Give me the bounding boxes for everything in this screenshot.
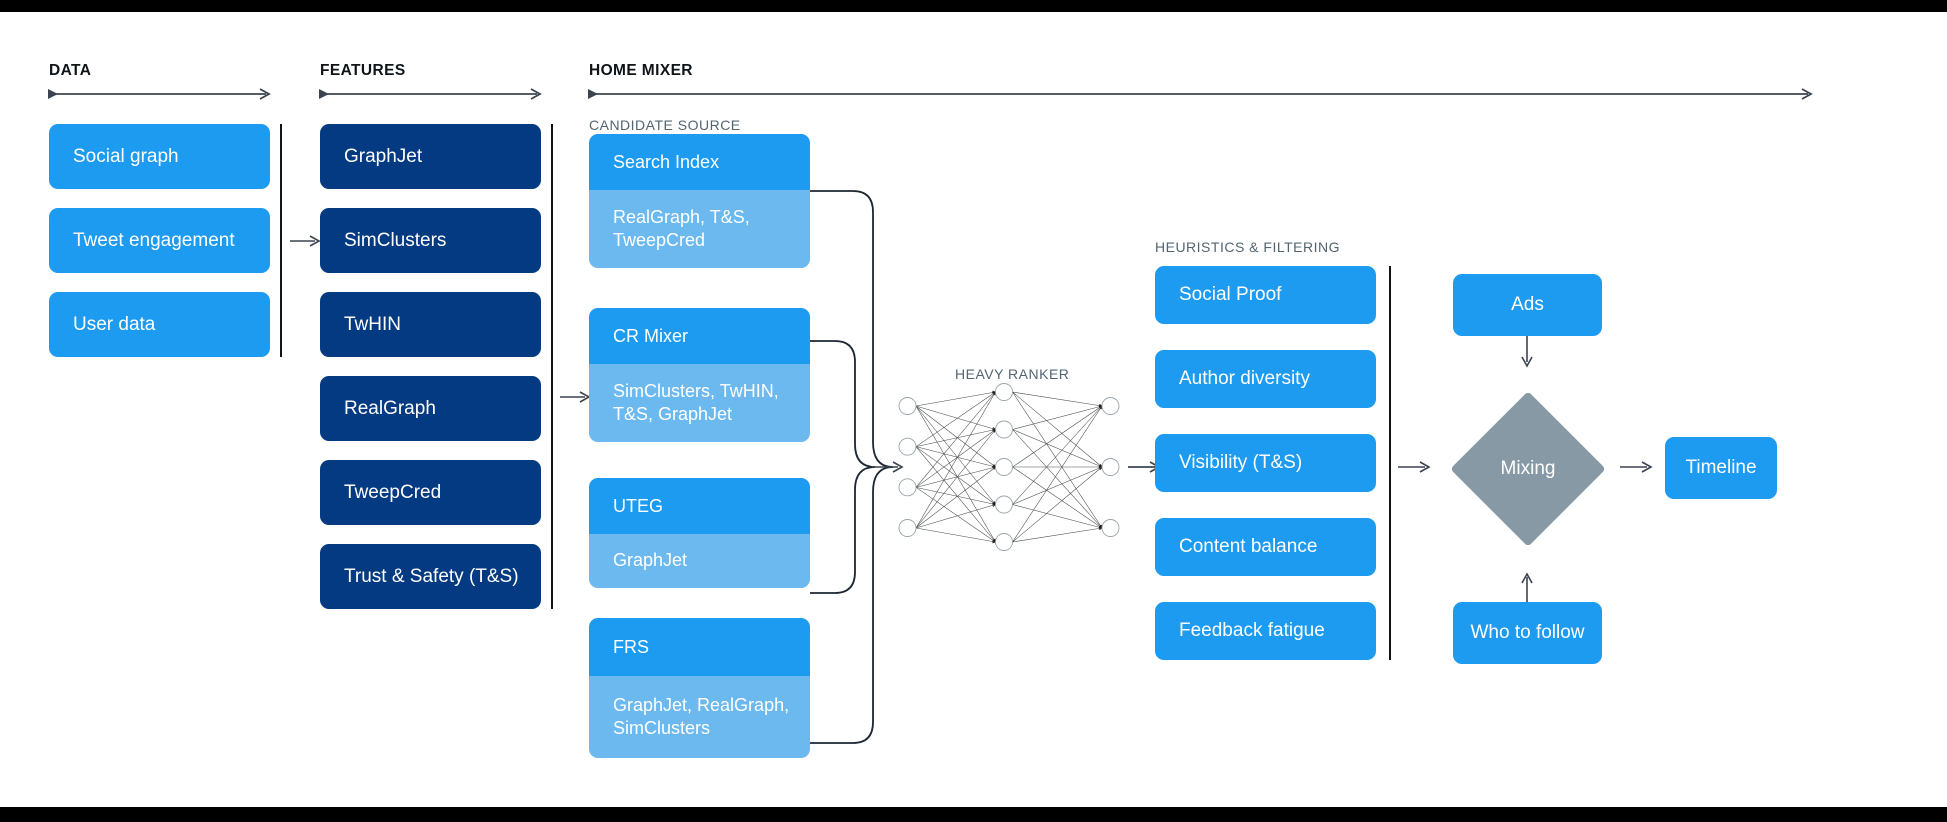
candidate-source-card-frs[interactable]: FRS GraphJet, RealGraph, SimClusters [589,618,810,758]
subsection-header-candidate-source: CANDIDATE SOURCE [589,117,741,133]
feature-box-realgraph[interactable]: RealGraph [320,376,541,441]
candidate-source-title: FRS [589,618,810,676]
mixing-diamond[interactable]: Mixing [1450,391,1606,547]
feature-box-twhin[interactable]: TwHIN [320,292,541,357]
section-arrow-features [319,88,542,100]
mixing-diamond-label: Mixing [1500,458,1556,479]
heuristic-box-visibility[interactable]: Visibility (T&S) [1155,434,1376,492]
candidate-source-card-search-index[interactable]: Search Index RealGraph, T&S, TweepCred [589,134,810,268]
section-header-features: FEATURES [320,62,406,79]
data-box-social-graph[interactable]: Social graph [49,124,270,189]
subsection-header-heavy-ranker: HEAVY RANKER [955,366,1070,382]
arrow-heuristics-to-mixing [1398,461,1431,473]
arrow-data-to-features [290,235,321,247]
candidate-source-title: UTEG [589,478,810,534]
candidate-source-features: GraphJet, RealGraph, SimClusters [589,676,810,758]
section-header-data: DATA [49,62,92,79]
divider-features-home-mixer [551,124,553,609]
arrow-ads-to-mixing [1521,336,1533,368]
feature-box-simclusters[interactable]: SimClusters [320,208,541,273]
output-timeline[interactable]: Timeline [1665,437,1777,499]
feature-box-graphjet[interactable]: GraphJet [320,124,541,189]
candidate-source-title: CR Mixer [589,308,810,364]
divider-data-features [280,124,282,357]
section-arrow-home-mixer [588,88,1813,100]
candidate-source-features: RealGraph, T&S, TweepCred [589,190,810,268]
candidate-source-card-cr-mixer[interactable]: CR Mixer SimClusters, TwHIN, T&S, GraphJ… [589,308,810,442]
arrow-mixing-to-timeline [1620,461,1653,473]
candidate-source-title: Search Index [589,134,810,190]
mixing-input-who-to-follow[interactable]: Who to follow [1453,602,1602,664]
candidate-source-features: SimClusters, TwHIN, T&S, GraphJet [589,364,810,442]
candidate-source-card-uteg[interactable]: UTEG GraphJet [589,478,810,588]
diagram-stage: DATA FEATURES HOME MIXER CANDIDATE SOURC… [0,12,1947,807]
divider-heuristics-mixing [1389,266,1391,660]
arrow-who-to-follow-to-mixing [1521,572,1533,604]
letterbox-top [0,0,1947,12]
data-box-tweet-engagement[interactable]: Tweet engagement [49,208,270,273]
mixing-input-ads[interactable]: Ads [1453,274,1602,336]
heuristic-box-feedback-fatigue[interactable]: Feedback fatigue [1155,602,1376,660]
heuristic-box-social-proof[interactable]: Social Proof [1155,266,1376,324]
heuristic-box-content-balance[interactable]: Content balance [1155,518,1376,576]
section-header-home-mixer: HOME MIXER [589,62,693,79]
feature-box-trust-safety[interactable]: Trust & Safety (T&S) [320,544,541,609]
arrow-to-heavy-ranker [872,461,904,473]
candidate-source-features: GraphJet [589,534,810,588]
data-box-user-data[interactable]: User data [49,292,270,357]
letterbox-bottom [0,807,1947,822]
feature-box-tweepcred[interactable]: TweepCred [320,460,541,525]
section-arrow-data [48,88,271,100]
heuristic-box-author-diversity[interactable]: Author diversity [1155,350,1376,408]
subsection-header-heuristics: HEURISTICS & FILTERING [1155,239,1340,255]
arrow-features-to-candidate-source [560,391,591,403]
heavy-ranker-neural-network [898,383,1120,551]
